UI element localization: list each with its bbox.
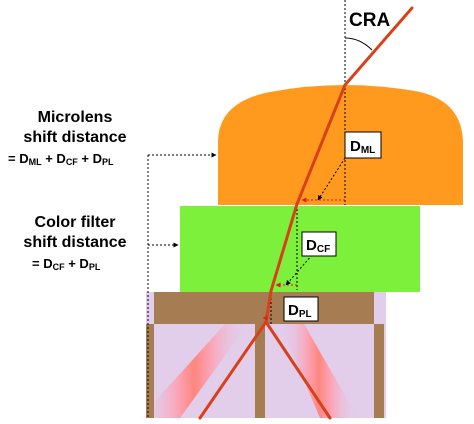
microlens-formula: = DML + DCF + DPL: [8, 151, 114, 167]
label-leaders: [285, 157, 346, 286]
svg-text:DCF: DCF: [306, 237, 330, 255]
colorfilter-label-line1: Color filter: [35, 214, 116, 231]
box-dpl-main: D: [288, 302, 299, 319]
box-dcf: DCF: [301, 231, 337, 257]
box-dml-sub: ML: [361, 145, 375, 156]
svg-text:DPL: DPL: [288, 302, 312, 320]
box-dpl: DPL: [283, 296, 319, 322]
box-dcf-sub: CF: [317, 244, 330, 255]
left-pointers: [147, 152, 217, 418]
microlens-label-line2: shift distance: [23, 129, 126, 146]
box-dcf-main: D: [306, 237, 317, 254]
color-filter: [180, 206, 420, 292]
microlens-label-line1: Microlens: [38, 109, 113, 126]
svg-text:DML: DML: [350, 138, 375, 156]
box-dml: DML: [344, 131, 382, 159]
colorfilter-label-line2: shift distance: [23, 234, 126, 251]
shift-arrows: [262, 197, 345, 321]
colorfilter-formula: = DCF + DPL: [32, 256, 101, 272]
pixel-region: [140, 323, 386, 418]
colorfilter-shift-label: Color filter shift distance = DCF + DPL: [23, 214, 126, 272]
cra-label: CRA: [349, 10, 390, 31]
cra-angle-arc: [344, 37, 373, 51]
chief-ray: [198, 6, 414, 420]
microlens-shift-label: Microlens shift distance = DML + DCF + D…: [8, 109, 127, 167]
microlens: [218, 85, 463, 205]
box-dpl-sub: PL: [299, 309, 312, 320]
box-dml-main: D: [350, 138, 361, 155]
